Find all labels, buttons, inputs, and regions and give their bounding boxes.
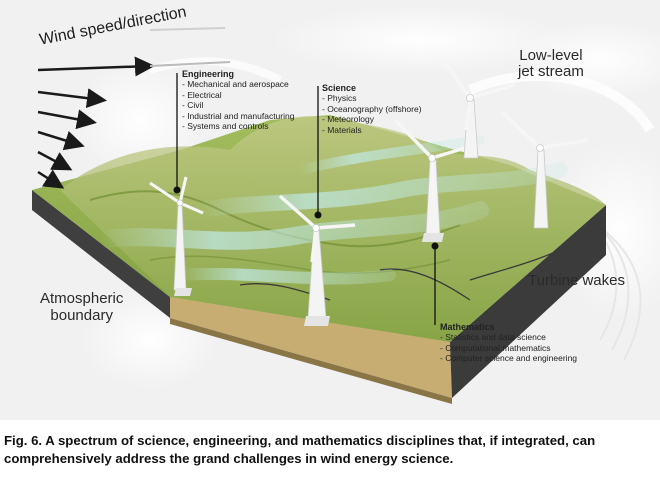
mathematics-list: - Statistics and data science - Computat… (440, 332, 577, 363)
atmospheric-line-2: boundary (40, 307, 123, 324)
mathematics-item: - Computational mathematics (440, 343, 577, 353)
science-item: - Physics (322, 93, 422, 103)
engineering-item: - Systems and controls (182, 121, 294, 131)
engineering-item: - Mechanical and aerospace (182, 79, 294, 89)
mathematics-block: Mathematics - Statistics and data scienc… (440, 322, 577, 364)
mathematics-item: - Statistics and data science (440, 332, 577, 342)
engineering-list: - Mechanical and aerospace - Electrical … (182, 79, 294, 131)
science-item: - Oceanography (offshore) (322, 104, 422, 114)
science-heading: Science (322, 83, 422, 93)
figure: Wind speed/direction Low-level jet strea… (0, 0, 660, 420)
science-item: - Meteorology (322, 114, 422, 124)
science-block: Science - Physics - Oceanography (offsho… (322, 83, 422, 135)
science-list: - Physics - Oceanography (offshore) - Me… (322, 93, 422, 135)
atmospheric-boundary-label: Atmospheric boundary (40, 290, 123, 324)
figure-caption: Fig. 6. A spectrum of science, engineeri… (4, 432, 656, 467)
engineering-heading: Engineering (182, 69, 294, 79)
engineering-block: Engineering - Mechanical and aerospace -… (182, 69, 294, 131)
mathematics-item: - Computer science and engineering (440, 353, 577, 363)
jet-stream-line-2: jet stream (518, 64, 584, 80)
jet-stream-line-1: Low-level (518, 48, 584, 64)
engineering-item: - Industrial and manufacturing (182, 111, 294, 121)
science-item: - Materials (322, 125, 422, 135)
engineering-item: - Civil (182, 100, 294, 110)
mathematics-heading: Mathematics (440, 322, 577, 332)
turbine-wakes-label: Turbine wakes (528, 272, 625, 289)
atmospheric-line-1: Atmospheric (40, 290, 123, 307)
jet-stream-label: Low-level jet stream (518, 48, 584, 80)
engineering-item: - Electrical (182, 90, 294, 100)
